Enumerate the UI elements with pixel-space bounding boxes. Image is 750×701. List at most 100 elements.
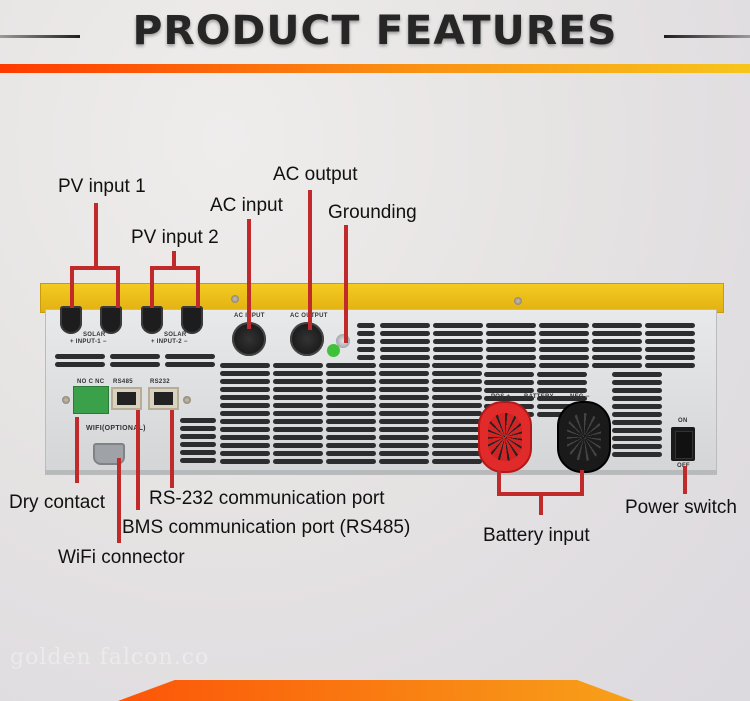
- vent-slot: [326, 395, 376, 400]
- vent-slot: [326, 371, 376, 376]
- vent-slot: [612, 372, 662, 377]
- vent-slot: [326, 451, 376, 456]
- vent-slot: [537, 388, 587, 393]
- label-wifi-connector: WiFi connector: [58, 547, 185, 568]
- rs232-marking: RS232: [150, 379, 170, 385]
- vent-slot: [220, 459, 270, 464]
- vent-slot: [592, 355, 642, 360]
- ground-sticker: [327, 344, 340, 357]
- vent-slot: [645, 363, 695, 368]
- vent-slot: [379, 395, 429, 400]
- vent-slot: [326, 363, 376, 368]
- vent-slot: [612, 444, 662, 449]
- vent-slot: [486, 355, 536, 360]
- vent-slot: [539, 363, 589, 368]
- vent-slot: [484, 372, 534, 377]
- vent-slot: [486, 331, 536, 336]
- vent-slot: [326, 443, 376, 448]
- vent-slot: [380, 339, 430, 344]
- on-marking: ON: [678, 418, 688, 424]
- label-battery-input: Battery input: [483, 525, 590, 546]
- vent-slot: [537, 404, 587, 409]
- screw-icon: [183, 396, 191, 404]
- no-c-nc-marking: NO C NC: [77, 379, 105, 385]
- vent-slot: [273, 395, 323, 400]
- vent-slot: [379, 363, 429, 368]
- vent-slot: [432, 363, 482, 368]
- panel-bottom-edge: [45, 470, 717, 474]
- vent-slot: [326, 411, 376, 416]
- vent-slot: [273, 435, 323, 440]
- label-ac-output: AC output: [273, 164, 358, 185]
- rs485-marking: RS485: [113, 379, 133, 385]
- vent-slot: [486, 339, 536, 344]
- pv2-callout-stem: [172, 251, 176, 269]
- vent-slot: [326, 379, 376, 384]
- vent-slot: [645, 339, 695, 344]
- vent-slot: [592, 347, 642, 352]
- vent-slot: [273, 443, 323, 448]
- vent-slot: [612, 404, 662, 409]
- vent-slot: [220, 419, 270, 424]
- vent-slot: [432, 459, 482, 464]
- vent-slot: [612, 428, 662, 433]
- vent-slot: [273, 371, 323, 376]
- vent-slot: [379, 451, 429, 456]
- screw-icon: [514, 297, 522, 305]
- vent-slot: [220, 403, 270, 408]
- vent-slot: [220, 387, 270, 392]
- footer-orange-tab: [118, 680, 634, 701]
- vent-slot: [432, 427, 482, 432]
- solar-input-1-marking: SOLAR: [83, 332, 106, 338]
- vent-slot: [612, 452, 662, 457]
- vent-slot: [432, 443, 482, 448]
- vent-slot: [645, 355, 695, 360]
- vent-slot: [165, 362, 215, 367]
- pv1-negative-connector: [100, 306, 122, 334]
- battery-positive-terminal: [478, 401, 532, 473]
- label-pv-input-1: PV input 1: [58, 176, 146, 197]
- vent-slot: [55, 362, 105, 367]
- pv1-callout-leg: [116, 266, 120, 308]
- vent-slot: [486, 323, 536, 328]
- vent-slot: [180, 442, 216, 447]
- pos-marking: POS +: [491, 394, 511, 400]
- label-grounding: Grounding: [328, 202, 417, 223]
- vent-slot: [273, 363, 323, 368]
- page-title: PRODUCT FEATURES: [132, 8, 618, 54]
- vent-slot: [380, 355, 430, 360]
- vent-slot: [220, 451, 270, 456]
- label-bms-port: BMS communication port (RS485): [122, 517, 411, 538]
- vent-slot: [432, 403, 482, 408]
- wifi-marking: WIFI(OPTIONAL): [86, 425, 146, 432]
- vent-slot: [220, 427, 270, 432]
- vent-slot: [539, 331, 589, 336]
- vent-slot: [165, 354, 215, 359]
- pv1-callout-stem: [94, 203, 98, 269]
- vent-slot: [484, 396, 534, 401]
- vent-slot: [539, 355, 589, 360]
- solar-input-2-sub-marking: + INPUT-2 −: [151, 339, 188, 345]
- vent-slot: [432, 435, 482, 440]
- header-left-rule: [0, 35, 80, 38]
- vent-slot: [273, 419, 323, 424]
- vent-slot: [433, 347, 483, 352]
- vent-slot: [432, 419, 482, 424]
- vent-slot: [432, 451, 482, 456]
- power-switch-callout: [683, 466, 687, 494]
- vent-slot: [326, 427, 376, 432]
- pv1-positive-connector: [60, 306, 82, 334]
- neg-marking: NEG −: [570, 394, 590, 400]
- bms-callout: [136, 410, 140, 510]
- vent-slot: [379, 459, 429, 464]
- pv2-callout-leg: [150, 266, 154, 308]
- vent-slot: [220, 363, 270, 368]
- screw-icon: [62, 396, 70, 404]
- screw-icon: [231, 295, 239, 303]
- vent-slot: [539, 347, 589, 352]
- vent-slot: [592, 339, 642, 344]
- vent-slot: [379, 443, 429, 448]
- vent-slot: [432, 411, 482, 416]
- grounding-callout: [344, 225, 348, 343]
- pv2-callout-bar: [150, 266, 200, 270]
